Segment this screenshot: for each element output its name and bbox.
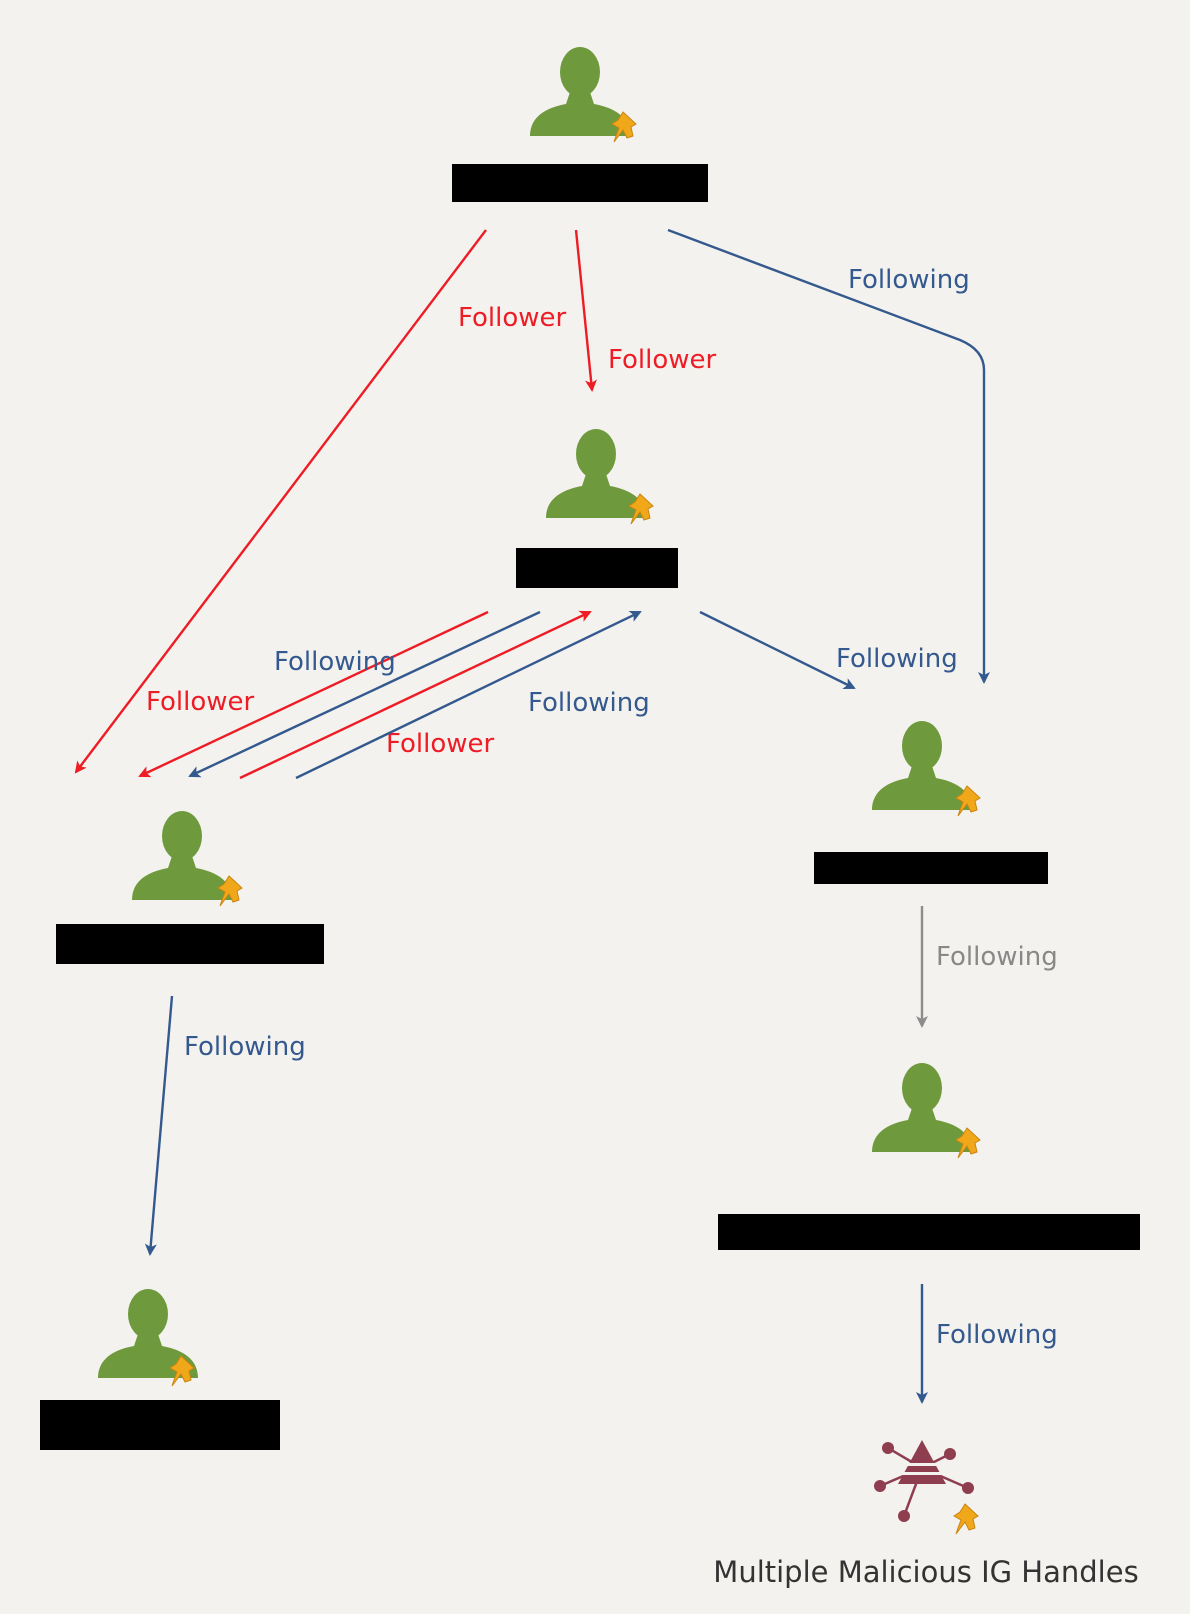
redacted-label xyxy=(718,1214,1140,1250)
network-icon xyxy=(874,1440,974,1522)
pin-icon xyxy=(953,1503,979,1535)
edge-label: Following xyxy=(848,265,970,295)
edge-label: Following xyxy=(528,688,650,718)
edge-label: Following xyxy=(184,1032,306,1062)
edge-left-to-bottom-left-following xyxy=(144,995,174,1256)
node-user-right[interactable] xyxy=(814,721,1048,884)
edge-top-to-right-following xyxy=(667,228,990,684)
edge-middle-to-right-following xyxy=(699,610,856,690)
redacted-label xyxy=(56,924,324,964)
person-icon xyxy=(132,811,232,900)
edge-middle-to-left-following xyxy=(188,610,541,778)
edge-middle-to-left-follower xyxy=(138,610,489,778)
redacted-label xyxy=(814,852,1048,884)
node-user-bottom-left[interactable] xyxy=(40,1289,280,1450)
redacted-label xyxy=(40,1400,280,1450)
edge-label: Follower xyxy=(608,345,717,375)
edge-left-to-middle-follower xyxy=(239,610,592,780)
redacted-label xyxy=(516,548,678,588)
group-label: Multiple Malicious IG Handles xyxy=(713,1555,1138,1589)
node-user-middle[interactable] xyxy=(516,429,678,588)
edge-label: Following xyxy=(936,1320,1058,1350)
edge-label: Following xyxy=(836,644,958,674)
node-group-malicious[interactable]: Multiple Malicious IG Handles xyxy=(713,1440,1139,1589)
edge-label: Following xyxy=(936,942,1058,972)
edge-label: Follower xyxy=(458,303,567,333)
redacted-label xyxy=(452,164,708,202)
person-icon xyxy=(872,721,972,810)
node-user-top[interactable] xyxy=(452,47,708,202)
node-user-left[interactable] xyxy=(56,811,324,964)
edge-label: Following xyxy=(274,647,396,677)
edge-left-to-middle-following xyxy=(295,610,642,780)
person-icon xyxy=(872,1063,972,1152)
edge-label: Follower xyxy=(386,729,495,759)
node-user-bottom-right[interactable] xyxy=(718,1063,1140,1250)
edge-top-to-middle-follower xyxy=(574,229,597,392)
edge-top-to-left-follower xyxy=(74,229,487,774)
edge-label: Follower xyxy=(146,687,255,717)
